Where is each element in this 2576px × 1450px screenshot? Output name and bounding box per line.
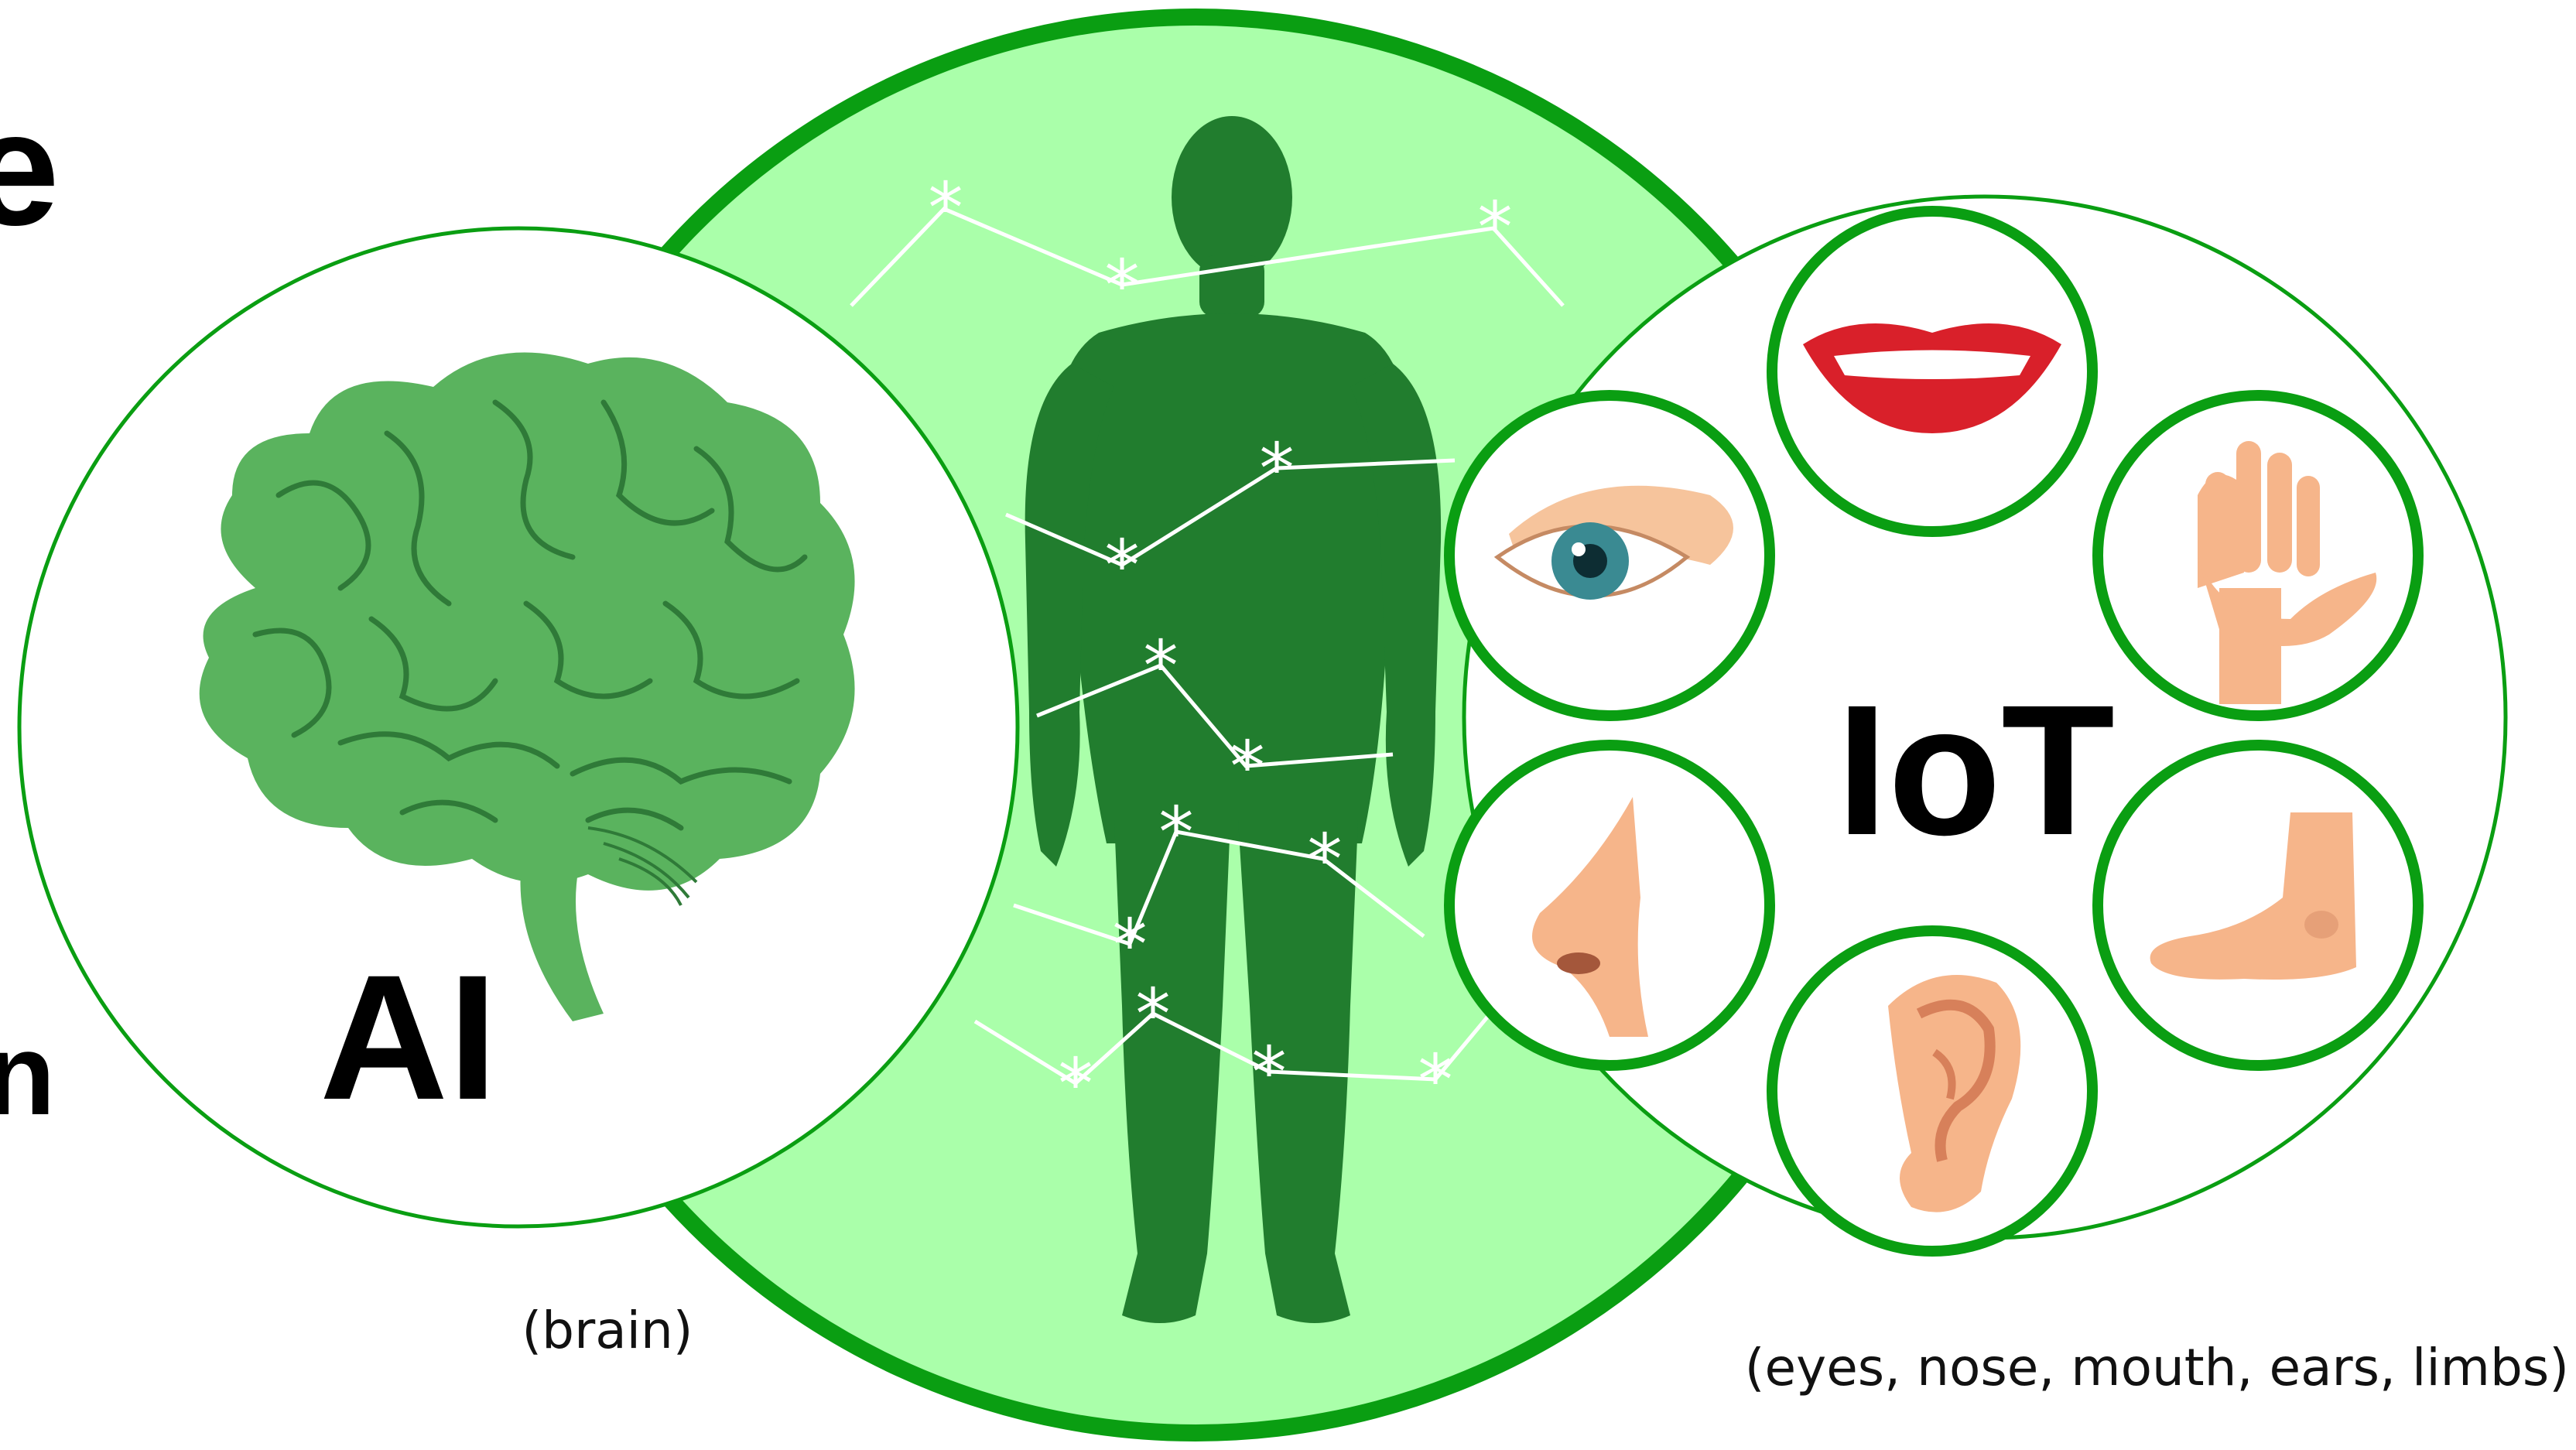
node-icon: *	[1059, 1044, 1093, 1125]
organ-nose	[1449, 745, 1770, 1065]
node-icon: *	[1230, 727, 1265, 808]
node-icon: *	[1136, 974, 1171, 1055]
organ-ear	[1772, 931, 2092, 1251]
node-icon: *	[1418, 1040, 1453, 1121]
organ-hand	[2098, 395, 2418, 716]
node-icon: *	[1144, 626, 1179, 707]
node-icon: *	[1105, 525, 1140, 607]
iot-caption: (eyes, nose, mouth, ears, limbs)	[1745, 1338, 2569, 1397]
node-icon: *	[1478, 187, 1513, 268]
node-icon: *	[1159, 792, 1194, 874]
cut-off-text-bottom: n	[0, 1009, 56, 1139]
node-icon: *	[1105, 245, 1140, 327]
organ-mouth	[1772, 211, 2092, 532]
iot-label: IoT	[1836, 666, 2115, 874]
ai-caption: (brain)	[522, 1301, 693, 1360]
organ-foot	[2098, 745, 2418, 1065]
node-icon: *	[1260, 429, 1295, 510]
node-icon: *	[929, 168, 963, 249]
ai-label: AI	[320, 938, 498, 1137]
cut-off-text-top: e	[0, 77, 60, 259]
organ-eye	[1449, 395, 1770, 716]
node-icon: *	[1252, 1032, 1287, 1113]
node-icon: *	[1308, 819, 1343, 901]
